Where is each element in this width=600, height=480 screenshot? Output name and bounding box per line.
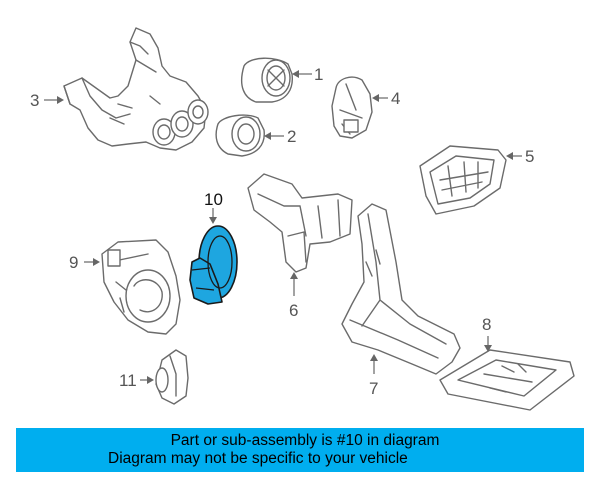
part-7-floor-duct [341, 203, 461, 375]
callout-2: 2 [264, 127, 296, 146]
part-11-elbow-duct [155, 349, 189, 405]
part-8-floor-plate [439, 349, 575, 411]
banner-line-part-info: Part or sub-assembly is #10 in diagram [170, 432, 440, 449]
part-2-round-vent [215, 114, 265, 157]
part-10-blower-cover [189, 225, 238, 305]
callout-label-4: 4 [391, 89, 400, 108]
callout-7: 7 [369, 354, 378, 398]
callout-label-11: 11 [119, 371, 137, 390]
callout-9: 9 [69, 253, 100, 272]
callout-11: 11 [119, 371, 154, 390]
callout-8: 8 [482, 315, 492, 352]
part-9-blower-housing [101, 239, 181, 335]
callout-label-9: 9 [69, 253, 78, 272]
callout-label-2: 2 [287, 127, 296, 146]
callout-3: 3 [30, 91, 64, 110]
callout-10: 10 [204, 190, 223, 224]
callout-4: 4 [372, 89, 400, 108]
callout-6: 6 [289, 272, 298, 320]
part-4-bracket [331, 76, 373, 139]
info-banner: Part or sub-assembly is #10 in diagram D… [16, 428, 584, 472]
callout-label-10: 10 [204, 190, 223, 209]
part-1-round-vent [240, 57, 293, 103]
part-5-filter-housing [419, 145, 507, 215]
callout-1: 1 [292, 65, 323, 84]
parts-diagram: 3 1 2 4 [30, 27, 575, 411]
callout-5: 5 [506, 147, 534, 166]
callout-label-7: 7 [369, 379, 378, 398]
callout-label-5: 5 [525, 147, 534, 166]
callout-label-1: 1 [314, 65, 323, 84]
banner-line-disclaimer: Diagram may not be specific to your vehi… [108, 450, 408, 467]
callout-label-6: 6 [289, 301, 298, 320]
part-6-air-duct [247, 173, 353, 273]
part-3-manifold-duct [63, 27, 209, 151]
callout-label-8: 8 [482, 315, 491, 334]
callout-label-3: 3 [30, 91, 39, 110]
